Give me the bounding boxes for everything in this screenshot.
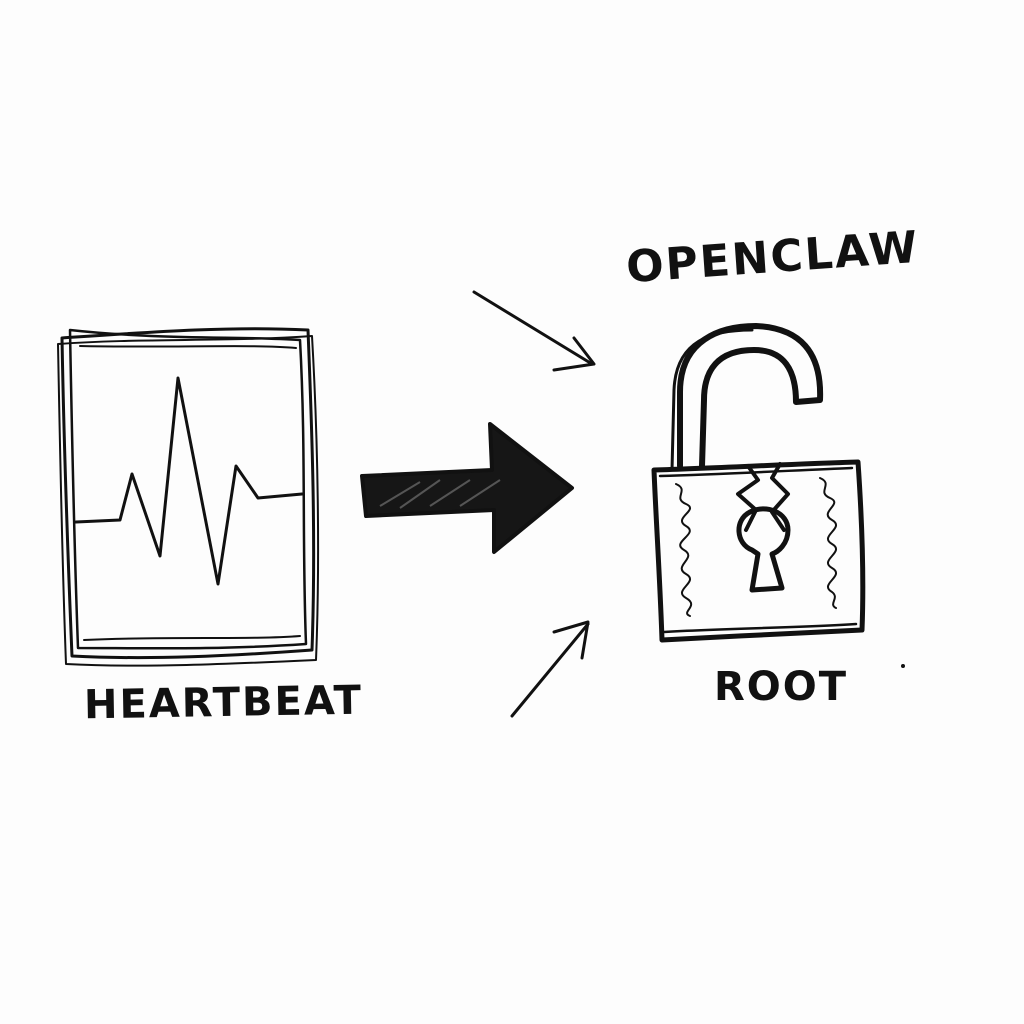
heartbeat-monitor-icon	[57, 327, 320, 667]
stray-dot	[901, 664, 905, 668]
broken-padlock-icon	[651, 323, 866, 643]
root-label: ROOT	[714, 664, 849, 710]
heartbeat-label: HEARTBEAT	[83, 677, 364, 729]
arrow-lower-icon	[510, 620, 590, 718]
right-arrow-icon	[360, 422, 574, 554]
arrow-upper-icon	[472, 290, 596, 372]
